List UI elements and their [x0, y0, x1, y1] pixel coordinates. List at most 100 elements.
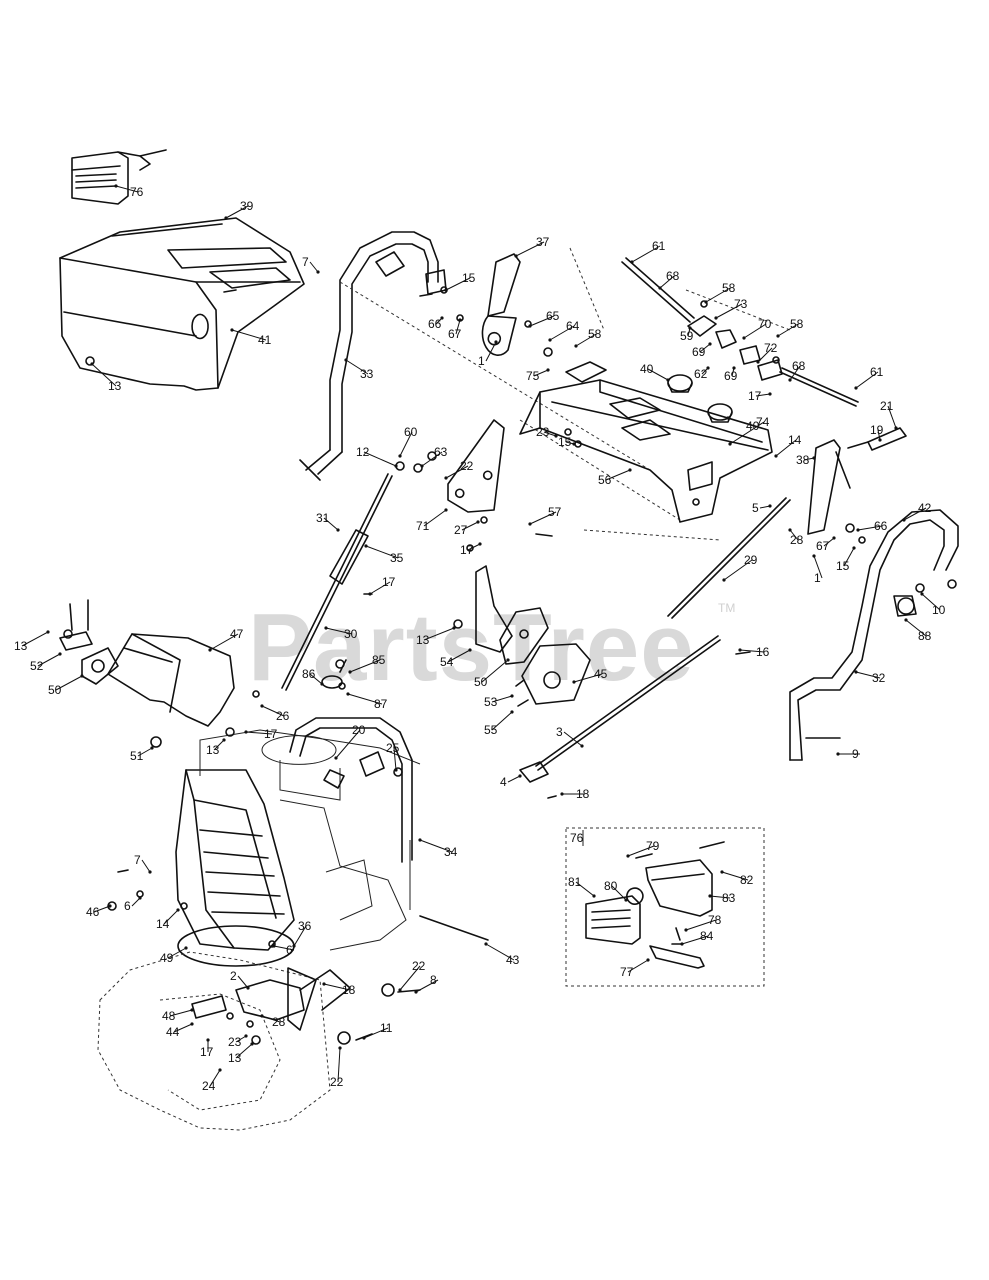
callout-label: 68: [666, 269, 680, 283]
leader-line: [491, 711, 513, 731]
leader-end: [574, 344, 578, 348]
leader-end: [316, 270, 320, 274]
callout-label: 22: [412, 959, 426, 973]
callout-label: 17: [264, 727, 278, 741]
leader-end: [398, 988, 402, 992]
dash-panel-cover: [59, 217, 305, 391]
shift-rod-upper: [621, 257, 695, 323]
leader-end: [222, 738, 226, 742]
leader-end: [348, 670, 352, 674]
callout-label: 13: [108, 379, 122, 393]
callout-label: 69: [692, 345, 706, 359]
callout-label: 34: [444, 845, 458, 859]
leader-line: [743, 323, 767, 339]
leader-line: [843, 547, 855, 567]
callout-label: 23: [536, 425, 550, 439]
leader-line: [905, 619, 927, 637]
callout-label: 15: [558, 435, 572, 449]
leader-line: [337, 1047, 341, 1083]
callout-label: 9: [852, 747, 859, 761]
leader-end: [46, 630, 50, 634]
shift-rod-3: [519, 635, 721, 783]
inset-work-light-assembly: 76: [565, 827, 765, 987]
callout-label: 50: [474, 675, 488, 689]
leader-line: [115, 185, 139, 193]
leader-end: [272, 944, 276, 948]
knob: [707, 403, 733, 423]
leader-line: [515, 241, 545, 257]
chute-plate-50: [499, 607, 549, 665]
drive-lever-right: [807, 427, 907, 535]
leader-end: [726, 416, 730, 420]
leader-line: [485, 341, 497, 362]
leader-line: [529, 511, 557, 525]
crank-fitting-86: [321, 675, 343, 689]
leader-line: [209, 633, 239, 651]
leader-end: [58, 652, 62, 656]
leader-line: [393, 747, 397, 771]
leader-line: [323, 983, 351, 991]
leader-end: [630, 260, 634, 264]
callout-label: 18: [342, 983, 356, 997]
leader-end: [920, 592, 924, 596]
leader-line: [903, 507, 927, 521]
callout-label: 77: [620, 965, 634, 979]
callout-label: 66: [874, 519, 888, 533]
leader-end: [184, 946, 188, 950]
leader-end: [476, 520, 480, 524]
callout-label: 42: [918, 501, 932, 515]
leader-end: [756, 360, 760, 364]
lower-bracket: [191, 967, 351, 1031]
callout-label: 14: [788, 433, 802, 447]
callout-label: 13: [416, 633, 430, 647]
leader-end: [244, 1034, 248, 1038]
callout-label: 43: [506, 953, 520, 967]
work-light: [71, 149, 167, 205]
callout-label: 1: [478, 354, 485, 368]
leader-line: [423, 627, 455, 641]
leader-end: [856, 528, 860, 532]
chute-housing-50: [81, 647, 119, 685]
alignment-line: [339, 281, 651, 471]
leader-line: [345, 359, 369, 375]
leader-end: [708, 342, 712, 346]
leader-end: [336, 528, 340, 532]
leader-line: [715, 303, 743, 319]
leader-line: [543, 431, 557, 437]
callout-label: 46: [86, 905, 100, 919]
leader-end: [732, 366, 736, 370]
leader-line: [349, 659, 381, 673]
callout-label: 24: [202, 1079, 216, 1093]
leader-end: [688, 326, 692, 330]
callout-label: 17: [200, 1045, 214, 1059]
leader-end: [218, 1068, 222, 1072]
leader-end: [344, 358, 348, 362]
callout-label: 59: [680, 329, 694, 343]
leader-end: [646, 958, 650, 962]
leader-line: [447, 649, 471, 663]
callout-label: 33: [360, 367, 374, 381]
leader-end: [554, 434, 558, 438]
callout-label: 25: [386, 741, 400, 755]
chute-lever-52: [59, 599, 93, 651]
leader-end: [90, 362, 94, 366]
leader-end: [230, 328, 234, 332]
leader-line: [461, 521, 479, 531]
leader-end: [768, 504, 772, 508]
callout-label: 53: [484, 695, 498, 709]
callout-label: 13: [206, 743, 220, 757]
leader-line: [55, 675, 83, 691]
callout-label: 48: [162, 1009, 176, 1023]
shift-rod-29: [667, 497, 791, 619]
leader-end: [836, 752, 840, 756]
leader-end: [854, 386, 858, 390]
leader-end: [788, 528, 792, 532]
leader-line: [627, 959, 649, 973]
leader-end: [250, 1042, 254, 1046]
leader-line: [399, 431, 413, 457]
callout-labels: 7639741133315666737656458175616858735970…: [14, 185, 946, 1093]
leader-end: [738, 648, 742, 652]
leader-end: [506, 658, 510, 662]
leader-end: [176, 908, 180, 912]
leader-line: [21, 631, 49, 647]
